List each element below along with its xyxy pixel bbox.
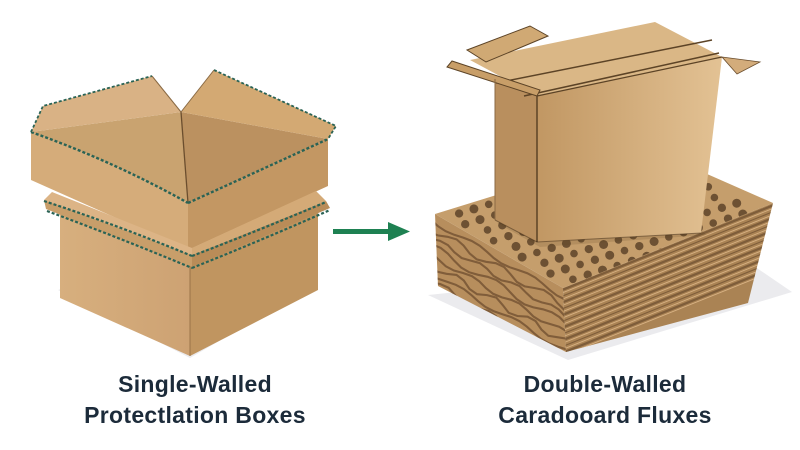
left-caption-line1: Single-Walled — [118, 371, 272, 397]
left-caption-line2: Protectlation Boxes — [84, 402, 306, 428]
right-caption-line2: Caradooard Fluxes — [498, 402, 712, 428]
transform-arrow-icon — [333, 222, 410, 241]
right-caption: Double-Walled Caradooard Fluxes — [425, 369, 785, 431]
left-box-illustration — [30, 69, 338, 358]
right-caption-line1: Double-Walled — [523, 371, 687, 397]
right-stack-illustration — [428, 22, 792, 360]
left-caption: Single-Walled Protectlation Boxes — [15, 369, 375, 431]
